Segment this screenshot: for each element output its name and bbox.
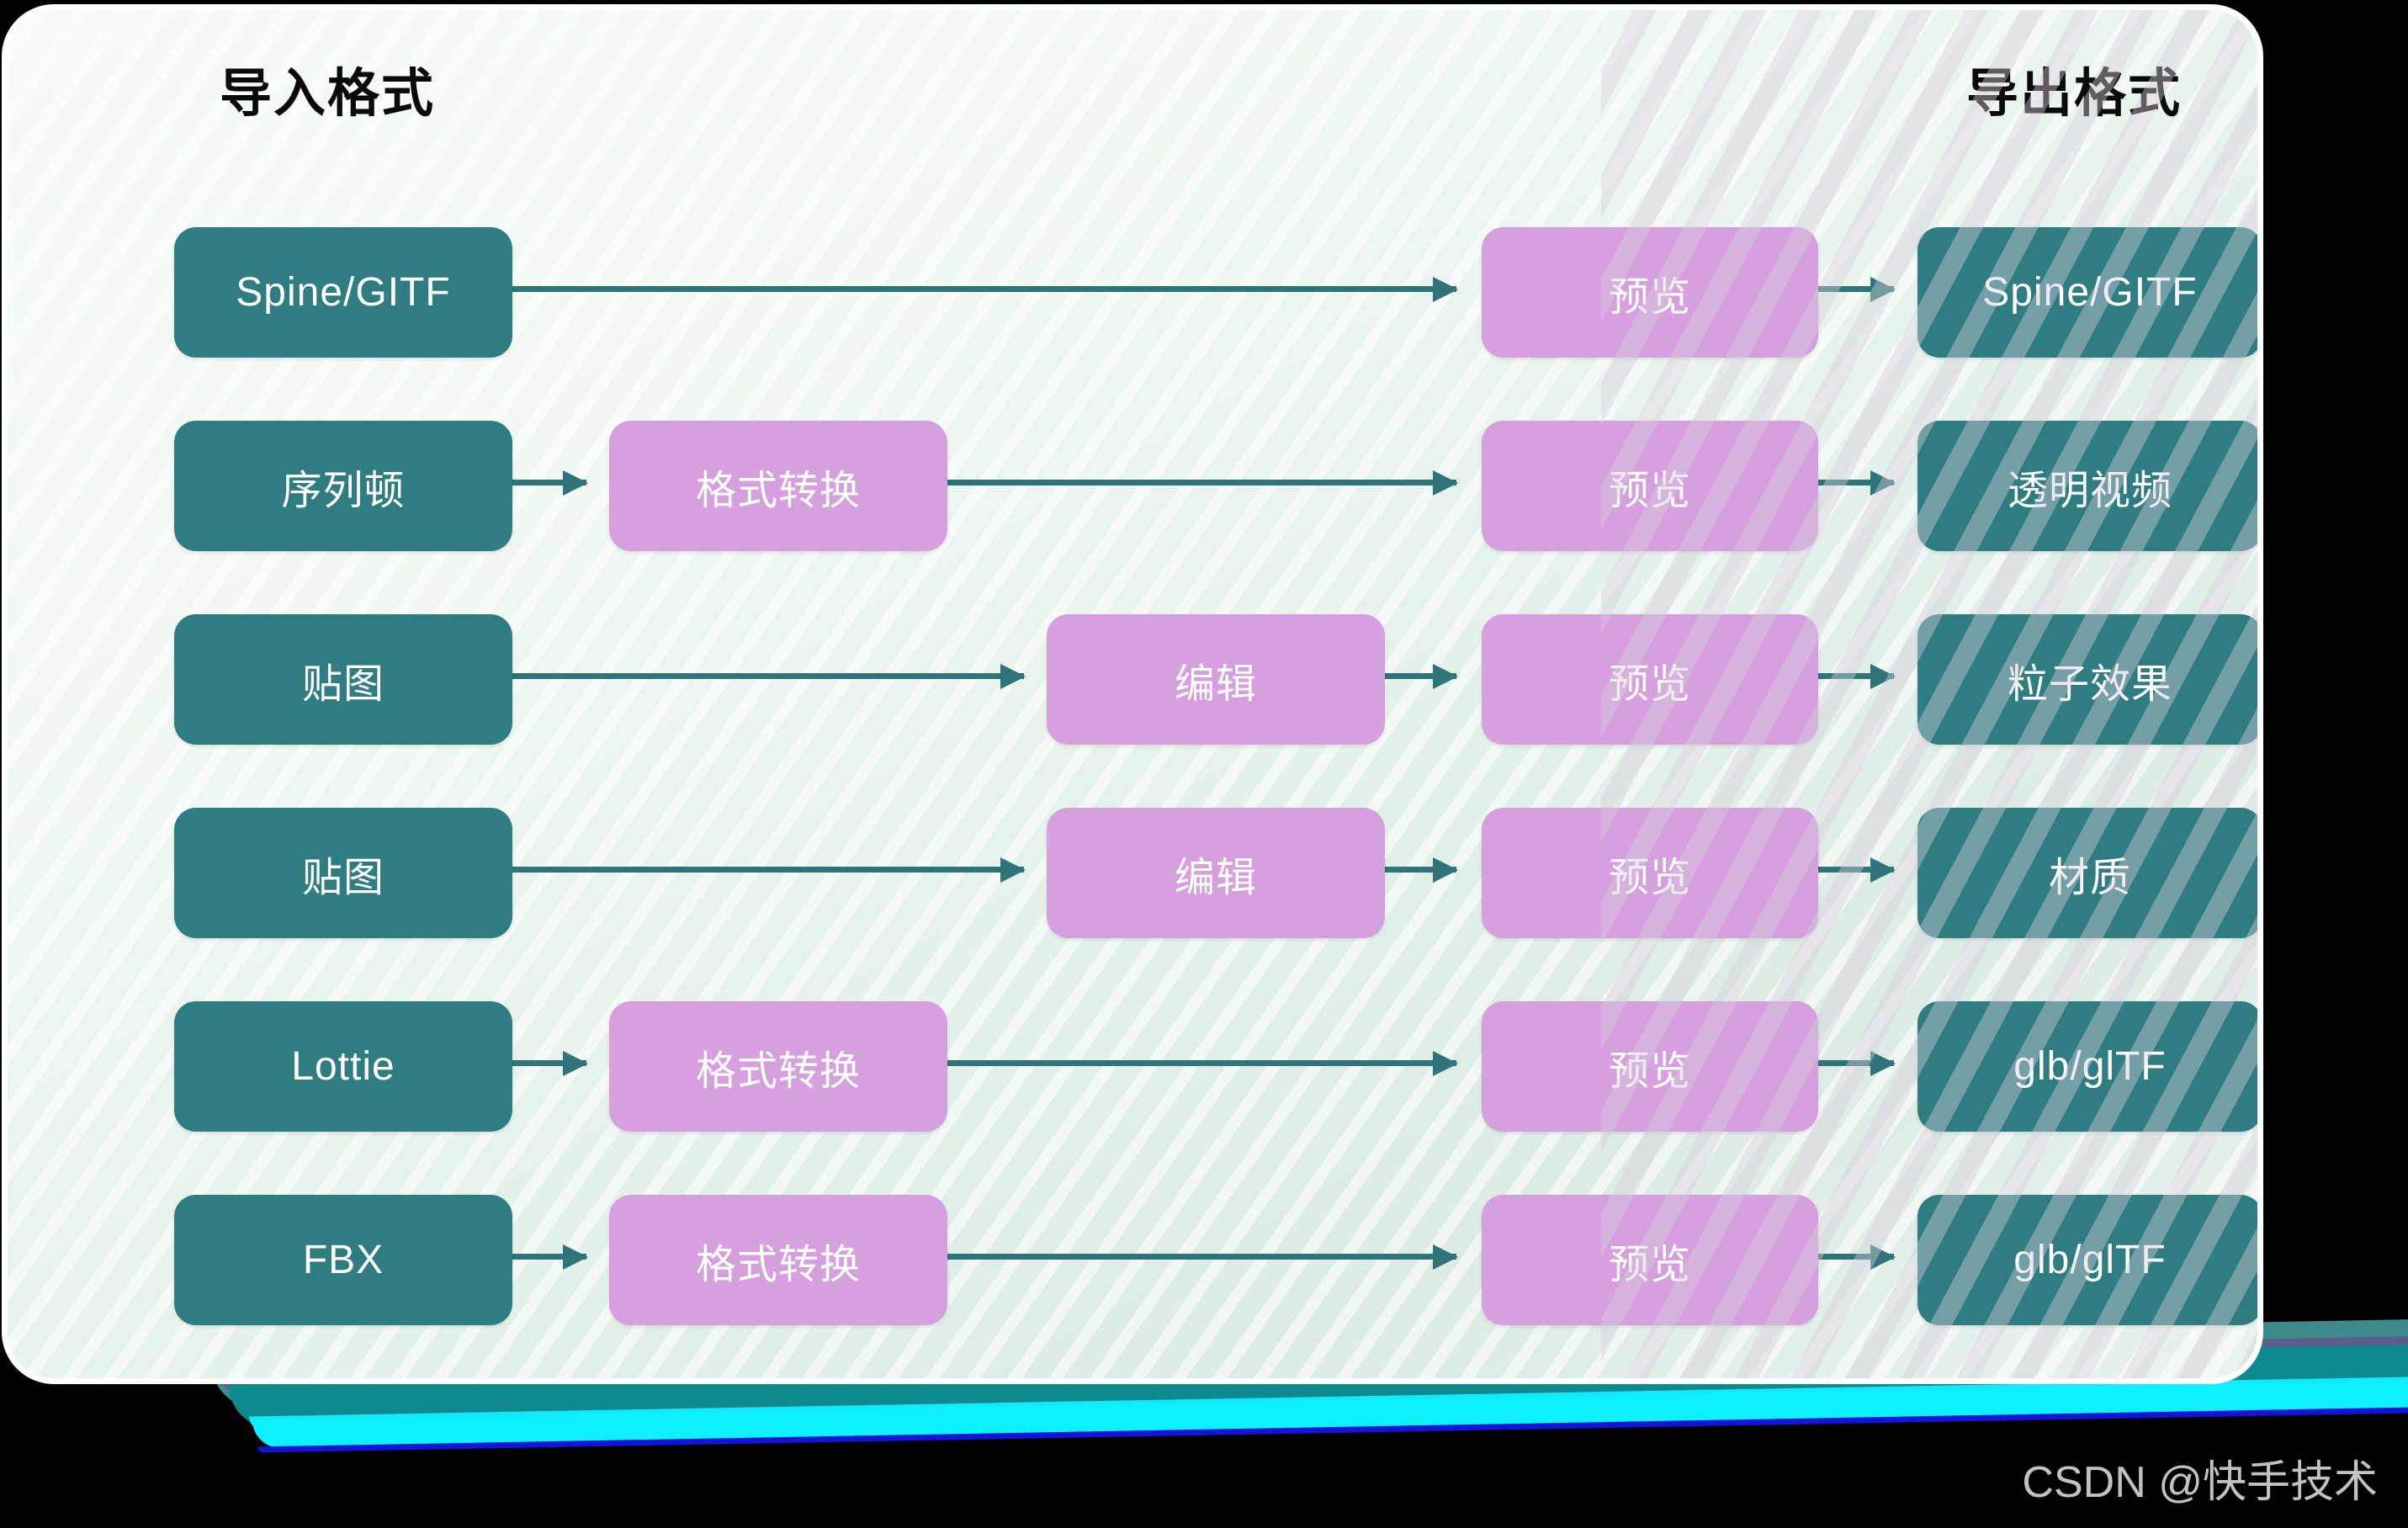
output-format-node[interactable]: 透明视频 <box>1917 421 2257 551</box>
output-format-node[interactable]: glb/glTF <box>1917 1195 2257 1325</box>
watermark: CSDN @快手技术 <box>2022 1458 2378 1507</box>
input-format-node[interactable]: 贴图 <box>174 808 512 938</box>
preview-node[interactable]: 预览 <box>1482 227 1818 358</box>
pipeline-row: Spine/GITF 预览 Spine/GITF <box>8 227 2257 362</box>
arrow-preview-to-output <box>1818 1051 1896 1076</box>
arrow-convert-to-preview <box>947 1244 1458 1270</box>
pipeline-row: 贴图 编辑 预览 粒子效果 <box>8 614 2257 749</box>
arrow-convert-to-preview <box>947 1051 1458 1076</box>
arrow-input-to-edit <box>512 664 1026 689</box>
arrow-input-to-preview <box>512 277 1458 302</box>
arrow-preview-to-output <box>1818 470 1896 496</box>
preview-node[interactable]: 预览 <box>1482 1195 1818 1325</box>
format-convert-node[interactable]: 格式转换 <box>609 1001 947 1132</box>
arrow-input-to-convert <box>512 470 588 496</box>
pipeline-row: Lottie 格式转换 预览 glb/glTF <box>8 1001 2257 1136</box>
format-convert-node[interactable]: 格式转换 <box>609 421 947 551</box>
arrow-edit-to-preview <box>1385 857 1458 883</box>
output-format-node[interactable]: 粒子效果 <box>1917 614 2257 745</box>
preview-node[interactable]: 预览 <box>1482 421 1818 551</box>
output-format-node[interactable]: Spine/GITF <box>1917 227 2257 358</box>
arrow-preview-to-output <box>1818 664 1896 689</box>
preview-node[interactable]: 预览 <box>1482 1001 1818 1132</box>
arrow-edit-to-preview <box>1385 664 1458 689</box>
preview-node[interactable]: 预览 <box>1482 614 1818 745</box>
arrow-input-to-edit <box>512 857 1026 883</box>
format-convert-node[interactable]: 格式转换 <box>609 1195 947 1325</box>
pipeline-row: 贴图 编辑 预览 材质 <box>8 808 2257 942</box>
preview-node[interactable]: 预览 <box>1482 808 1818 938</box>
output-format-node[interactable]: glb/glTF <box>1917 1001 2257 1132</box>
pipeline-row: 序列顿 格式转换 预览 透明视频 <box>8 421 2257 555</box>
import-format-header: 导入格式 <box>220 65 436 123</box>
input-format-node[interactable]: Lottie <box>174 1001 512 1132</box>
diagram-card: 导入格式 导出格式 Spine/GITF 预览 Spine/GITF 序列顿 格… <box>2 4 2263 1384</box>
arrow-input-to-convert <box>512 1244 588 1270</box>
arrow-preview-to-output <box>1818 1244 1896 1270</box>
pipeline-row: FBX 格式转换 预览 glb/glTF <box>8 1195 2257 1329</box>
input-format-node[interactable]: Spine/GITF <box>174 227 512 358</box>
input-format-node[interactable]: 贴图 <box>174 614 512 745</box>
output-format-node[interactable]: 材质 <box>1917 808 2257 938</box>
edit-node[interactable]: 编辑 <box>1047 808 1385 938</box>
export-format-header: 导出格式 <box>1966 65 2183 123</box>
edit-node[interactable]: 编辑 <box>1047 614 1385 745</box>
arrow-input-to-convert <box>512 1051 588 1076</box>
arrow-convert-to-preview <box>947 470 1458 496</box>
input-format-node[interactable]: 序列顿 <box>174 421 512 551</box>
arrow-preview-to-output <box>1818 277 1896 302</box>
input-format-node[interactable]: FBX <box>174 1195 512 1325</box>
arrow-preview-to-output <box>1818 857 1896 883</box>
